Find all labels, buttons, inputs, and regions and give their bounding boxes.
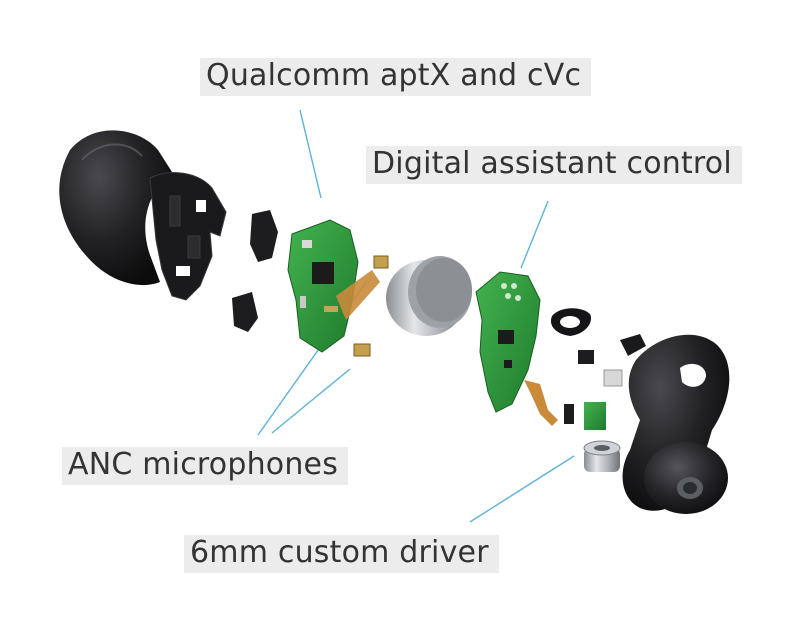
mesh-part: [620, 334, 646, 356]
leader-line-anc-2: [271, 368, 351, 434]
leader-line-driver: [469, 455, 575, 523]
secondary-pcb: [475, 271, 541, 413]
small-sensor-board: [584, 402, 606, 430]
secondary-flex-cable: [524, 380, 558, 426]
anc-microphone-top: [373, 255, 389, 269]
small-black-chip: [564, 404, 574, 424]
leader-lines: [257, 109, 575, 523]
label-custom-driver: 6mm custom driver: [184, 535, 499, 573]
main-pcb: [287, 219, 359, 353]
clip-part: [232, 292, 258, 332]
label-qualcomm-aptx: Qualcomm aptX and cVc: [200, 58, 592, 96]
leader-line-qualcomm: [299, 109, 322, 199]
sensor-chip: [578, 350, 594, 364]
right-shell-with-ear-tip: [622, 334, 730, 514]
leader-line-digital: [520, 200, 549, 269]
anc-microphone-bottom: [353, 343, 371, 357]
flex-cable: [336, 270, 380, 320]
metal-cube: [603, 369, 623, 387]
label-anc-microphones: ANC microphones: [62, 447, 349, 485]
button-part: [250, 210, 278, 262]
inner-frame: [149, 172, 227, 301]
battery: [386, 256, 472, 336]
custom-driver: [583, 440, 621, 472]
label-digital-assistant-control: Digital assistant control: [366, 146, 742, 184]
outer-shell: [59, 130, 172, 286]
